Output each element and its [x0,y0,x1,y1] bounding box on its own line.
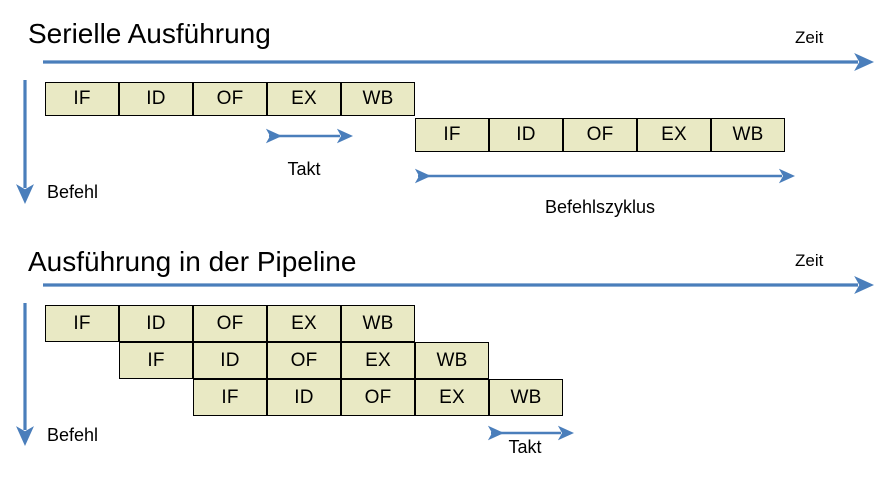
stage-cell: WB [341,305,415,342]
serial-befehlszyklus-label: Befehlszyklus [544,197,656,217]
serial-instruction-axis-label: Befehl [47,182,99,202]
serial-time-axis-label: Zeit [795,28,824,47]
stage-cell: IF [119,342,193,379]
pipeline-time-axis-label: Zeit [795,251,824,270]
stage-cell: OF [193,305,267,342]
stage-cell: ID [267,379,341,416]
stage-cell: WB [489,379,563,416]
stage-cell: ID [193,342,267,379]
stage-cell: EX [267,82,341,116]
stage-cell: ID [489,118,563,152]
stage-cell: OF [267,342,341,379]
stage-cell: WB [711,118,785,152]
serial-takt-label: Takt [287,159,321,179]
stage-cell: OF [193,82,267,116]
stage-cell: WB [341,82,415,116]
stage-cell: OF [563,118,637,152]
stage-cell: EX [341,342,415,379]
stage-cell: IF [45,305,119,342]
stage-cell: WB [415,342,489,379]
stage-cell: EX [267,305,341,342]
pipeline-takt-label: Takt [508,437,542,457]
pipeline-section-title: Ausführung in der Pipeline [28,246,357,277]
stage-cell: ID [119,82,193,116]
stage-cell: OF [341,379,415,416]
stage-cell: EX [637,118,711,152]
pipeline-instruction-axis-label: Befehl [47,425,99,445]
stage-cell: ID [119,305,193,342]
serial-section-title: Serielle Ausführung [28,18,271,49]
stage-cell: IF [415,118,489,152]
stage-cell: EX [415,379,489,416]
stage-cell: IF [45,82,119,116]
stage-cell: IF [193,379,267,416]
